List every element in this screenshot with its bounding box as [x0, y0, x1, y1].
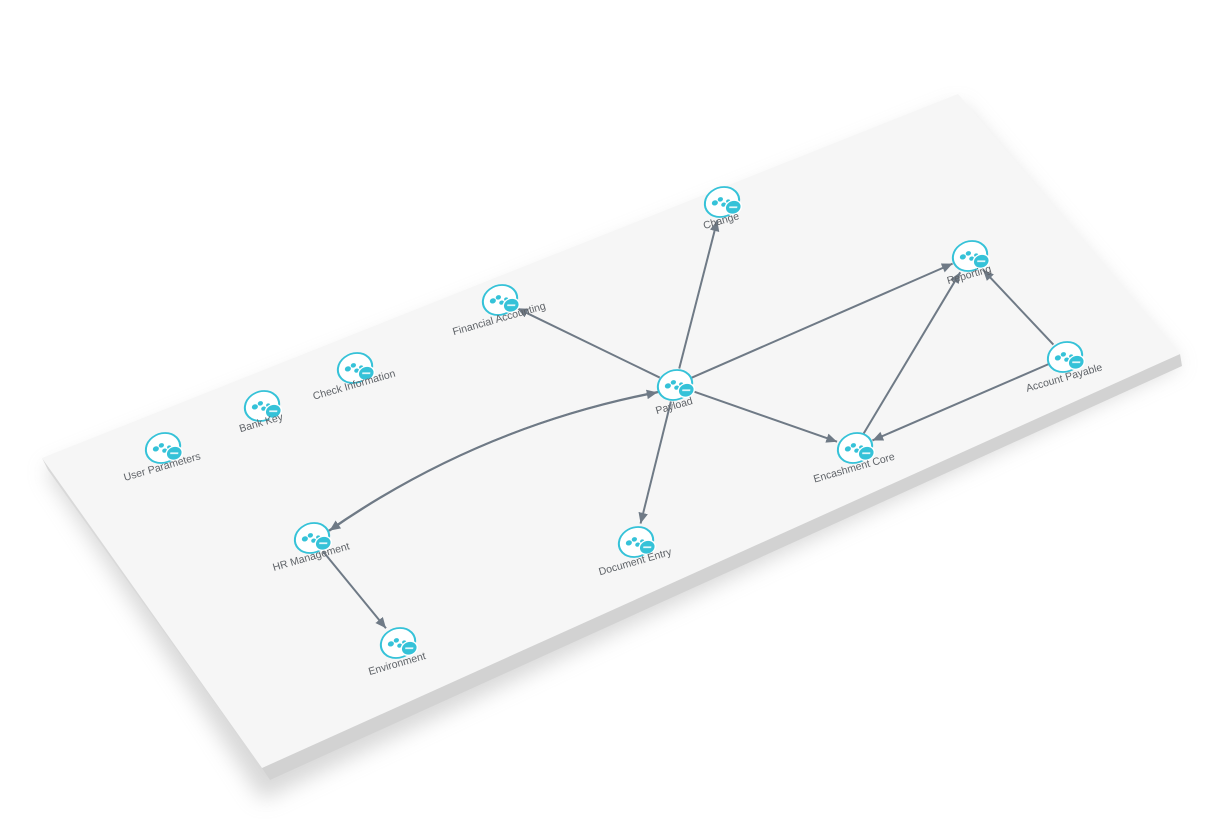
module-icon — [951, 240, 991, 272]
edge-payload-to-financial-accounting — [516, 307, 661, 379]
module-icon — [243, 390, 283, 422]
edge-hr-management-to-payload — [327, 389, 658, 533]
edge-payload-to-encashment-core — [690, 389, 838, 443]
edge-account-payable-to-reporting — [982, 269, 1055, 346]
edge-encashment-core-to-reporting — [862, 271, 962, 434]
panel-edge — [42, 458, 270, 780]
module-icon — [336, 352, 376, 384]
module-icon — [1046, 341, 1086, 373]
edge-layer — [321, 220, 1055, 629]
edge-payload-to-change — [678, 220, 720, 369]
module-icon — [836, 432, 876, 464]
module-icon — [481, 284, 521, 316]
edge-hr-management-to-environment — [321, 550, 387, 629]
diagram-panel — [42, 94, 1180, 768]
edge-account-payable-to-encashment-core — [872, 362, 1050, 442]
edge-payload-to-document-entry — [638, 401, 672, 524]
node-environment[interactable]: Environment — [367, 627, 427, 678]
panel-edge-bottom — [262, 354, 1182, 780]
module-icon — [617, 526, 657, 558]
module-icon — [656, 369, 696, 401]
module-icon — [144, 432, 184, 464]
module-icon — [703, 186, 743, 218]
module-icon — [293, 522, 333, 554]
edge-payload-to-reporting — [690, 262, 953, 380]
module-icon — [379, 627, 419, 659]
